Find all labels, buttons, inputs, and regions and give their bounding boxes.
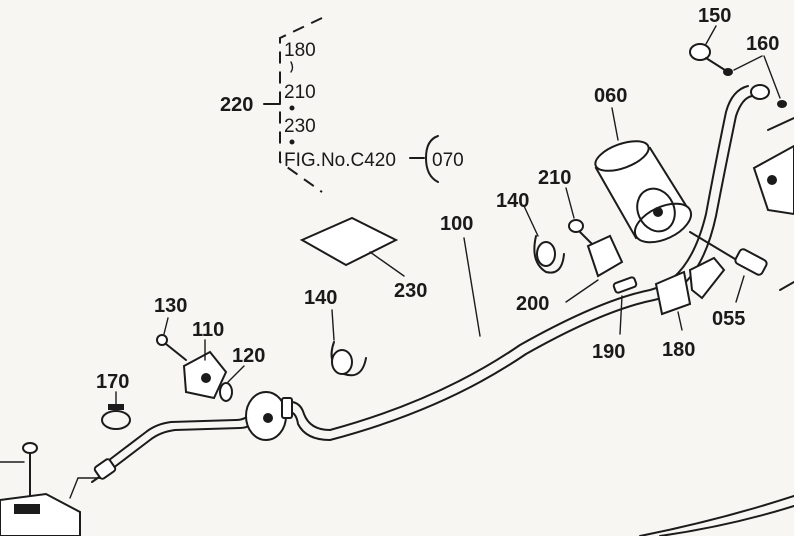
label-140-lower: 140: [304, 287, 337, 309]
fitting-055: [689, 231, 768, 303]
label-190: 190: [592, 341, 625, 363]
filter-head: [752, 117, 794, 291]
clamp-140-upper: [523, 205, 565, 274]
return-pipe: [639, 495, 794, 536]
label-220: 220: [220, 94, 253, 116]
label-130: 130: [154, 295, 187, 317]
label-100: 100: [440, 213, 473, 235]
bracket-200: [565, 234, 624, 303]
label-170: 170: [96, 371, 129, 393]
label-055: 055: [712, 308, 745, 330]
label-110: 110: [192, 319, 224, 341]
clamp-170: [101, 391, 131, 430]
group-220-item-180: 180: [284, 40, 316, 61]
fuel-filter-060: [594, 107, 693, 244]
label-060: 060: [594, 85, 627, 107]
inlet-fitting: [0, 442, 117, 536]
washer-120: [219, 365, 245, 402]
bolt-150: [689, 25, 729, 73]
group-220-item-230: 230: [284, 116, 316, 137]
label-160: 160: [746, 33, 779, 55]
figure-reference-item: 070: [432, 150, 464, 171]
label-150: 150: [698, 5, 731, 27]
label-230: 230: [394, 280, 427, 302]
group-220-bracket: [263, 17, 439, 193]
label-200: 200: [516, 293, 549, 315]
bolt-130: [156, 317, 187, 361]
label-120: 120: [232, 345, 265, 367]
label-210: 210: [538, 167, 571, 189]
screw-210: [565, 187, 595, 247]
group-220-item-210: 210: [284, 82, 316, 103]
bracket-110: [182, 339, 228, 400]
washers-160: [723, 55, 787, 108]
label-180: 180: [662, 339, 695, 361]
figure-reference: FIG.No.C420: [284, 150, 396, 171]
clamp-140-lower: [330, 309, 367, 377]
fuel-joint: [245, 391, 293, 441]
label-sheet-230: [299, 216, 405, 277]
connector-190: [612, 276, 638, 335]
clip-180: [654, 256, 726, 331]
label-140-upper: 140: [496, 190, 529, 212]
